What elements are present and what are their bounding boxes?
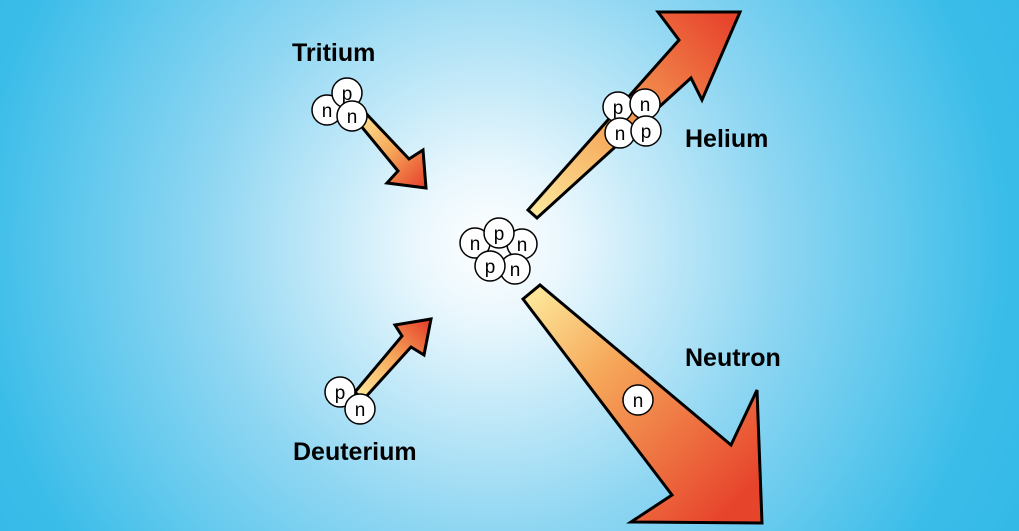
proton-particle: p	[474, 250, 506, 282]
particle-letter: p	[641, 122, 652, 143]
particle-letter: n	[633, 391, 644, 412]
deuterium-nucleus: p n	[324, 376, 376, 425]
proton-particle: p	[630, 115, 662, 147]
deuterium-label: Deuterium	[293, 438, 417, 466]
neutron-particle: n	[344, 393, 376, 425]
helium-nucleus: p n n p	[602, 88, 662, 149]
particle-letter: n	[347, 107, 358, 128]
free-neutron: n	[622, 384, 654, 416]
particle-letter: n	[615, 124, 626, 145]
particle-letter: n	[355, 400, 366, 421]
tritium-label: Tritium	[292, 39, 375, 67]
particle-letter: p	[613, 98, 624, 119]
neutron-label: Neutron	[685, 344, 781, 372]
particle-letter: n	[470, 234, 481, 255]
neutron-particle: n	[336, 100, 368, 132]
proton-particle: p	[483, 217, 515, 249]
particle-letter: n	[517, 235, 528, 256]
helium-label: Helium	[685, 125, 768, 153]
neutron-particle: n	[604, 117, 636, 149]
particle-letter: p	[342, 84, 353, 105]
particle-letter: p	[494, 224, 505, 245]
particle-letter: p	[335, 383, 346, 404]
particle-letter: p	[485, 257, 496, 278]
neutron-particle: n	[459, 227, 491, 259]
central-nucleus: n n p n p	[459, 217, 538, 285]
particle-letter: n	[640, 95, 651, 116]
particle-letter: n	[510, 260, 521, 281]
deuterium-arrow	[352, 317, 433, 403]
particle-letter: n	[322, 101, 333, 122]
tritium-nucleus: n p n	[311, 77, 368, 132]
neutron-particle: n	[629, 88, 661, 120]
